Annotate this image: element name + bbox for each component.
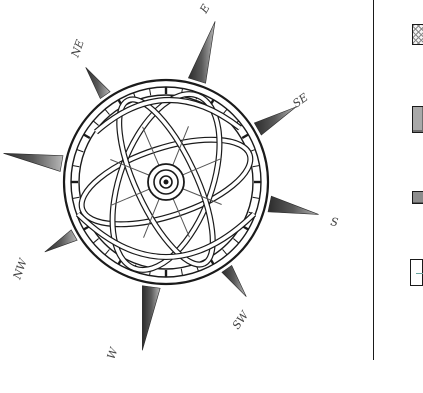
ring-tick xyxy=(77,150,84,152)
ring-tick xyxy=(253,197,260,198)
hub-dot xyxy=(164,180,169,185)
hatched-swatch xyxy=(412,24,423,45)
ring-tick xyxy=(84,135,90,139)
spoke xyxy=(173,199,189,238)
ring-tick xyxy=(93,239,98,243)
ring-tick xyxy=(233,239,238,243)
ring-tick xyxy=(223,249,227,254)
pointer-se xyxy=(254,107,296,135)
gray-small-swatch xyxy=(412,191,423,204)
direction-label-e: E xyxy=(197,2,213,16)
panel-divider xyxy=(373,0,374,360)
line-swatch xyxy=(410,259,423,286)
direction-label-ne: NE xyxy=(68,38,87,60)
pointer-west-edge xyxy=(4,153,63,171)
ring-tick xyxy=(105,109,109,114)
pointer-w xyxy=(142,286,160,351)
pointer-e xyxy=(188,21,215,83)
pointer-ne xyxy=(86,67,110,98)
direction-label-s: S xyxy=(329,215,339,229)
pointer-nw xyxy=(45,230,77,252)
pointer-s xyxy=(268,196,319,214)
armillary-bands xyxy=(72,80,260,284)
pointer-sw xyxy=(222,265,246,296)
ring-tick xyxy=(72,166,79,167)
gray-large-swatch xyxy=(412,106,423,133)
direction-label-nw: NW xyxy=(10,255,30,282)
ring-tick xyxy=(181,269,182,276)
ring-tick xyxy=(253,166,260,167)
direction-label-sw: SW xyxy=(230,307,252,331)
ring-tick xyxy=(242,135,248,139)
spoke xyxy=(143,127,159,166)
ring-tick xyxy=(150,88,151,95)
direction-label-se: SE xyxy=(290,91,310,111)
direction-label-w: W xyxy=(105,344,122,361)
armillary-sphere-svg: E SE S SW W NW NE xyxy=(0,0,372,393)
ring-tick xyxy=(93,121,98,125)
ring-tick xyxy=(105,249,109,254)
ring-tick xyxy=(72,197,79,198)
